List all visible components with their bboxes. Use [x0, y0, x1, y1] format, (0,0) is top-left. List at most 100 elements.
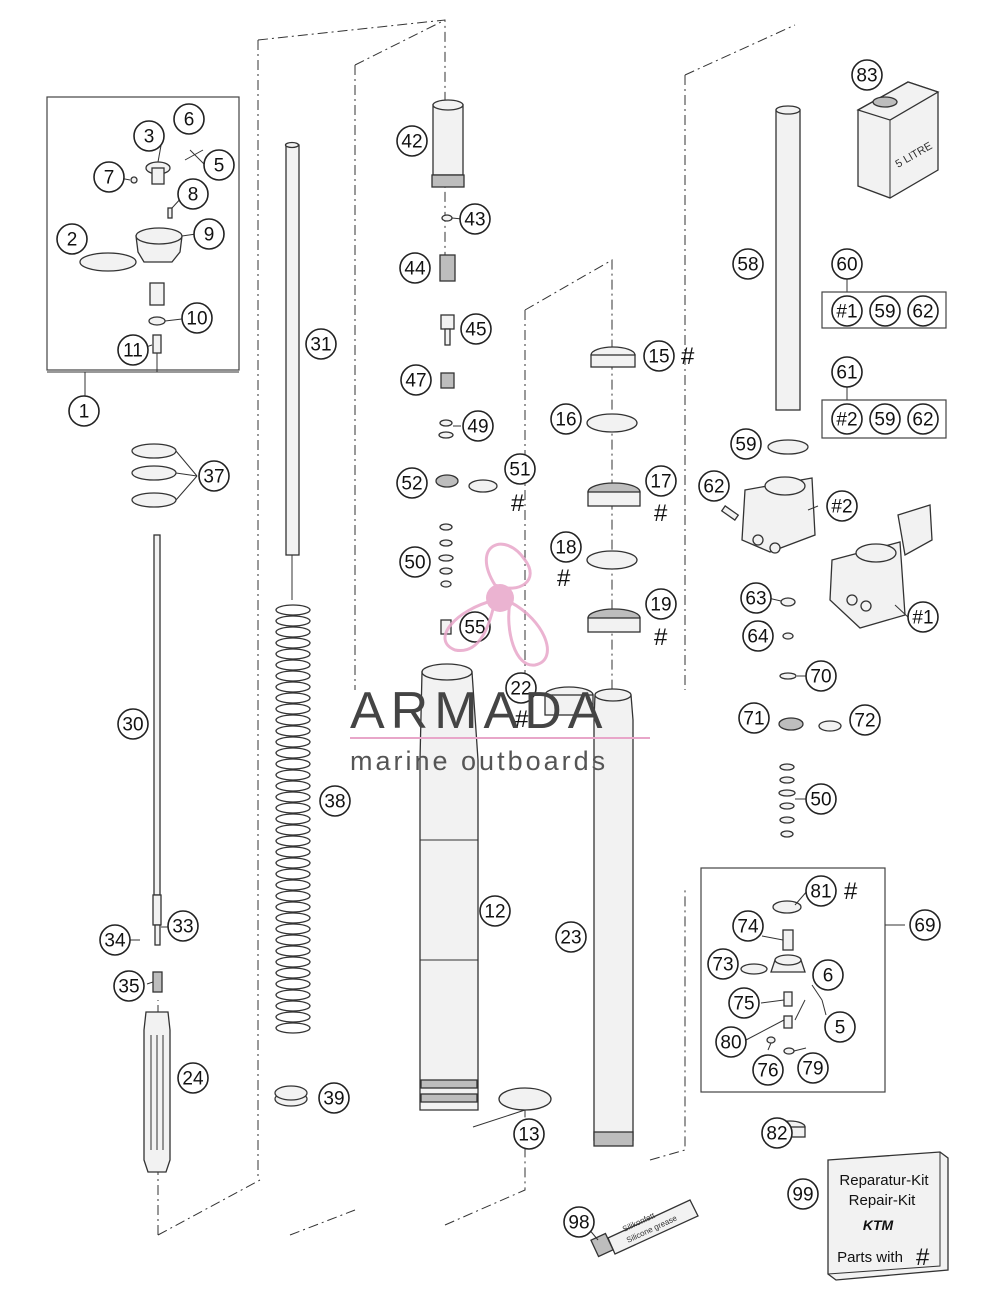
callout-71: 71	[738, 702, 770, 734]
svg-text:72: 72	[854, 711, 875, 732]
callout-11: 11	[117, 334, 149, 366]
svg-text:7: 7	[104, 168, 115, 189]
svg-text:33: 33	[172, 917, 193, 938]
spring-coil	[275, 703, 311, 715]
axle-clamp-2	[720, 476, 816, 554]
clamp-label-hash1: #1	[907, 601, 939, 633]
callout-83: 83	[851, 59, 883, 91]
callout-1: 1	[68, 395, 100, 427]
callout-24: 24	[177, 1062, 209, 1094]
spring-coil	[275, 989, 311, 1001]
svg-text:59: 59	[874, 302, 895, 323]
spring-coil	[275, 681, 311, 693]
svg-text:61: 61	[836, 363, 857, 384]
svg-text:62: 62	[912, 410, 933, 431]
callout-52: 52	[396, 467, 428, 499]
rebound-valve-stack	[778, 597, 842, 838]
svg-text:1: 1	[79, 402, 90, 423]
spring-coil	[275, 604, 311, 616]
callout-2: 2	[56, 223, 88, 255]
hash-mark: #	[654, 500, 668, 527]
spring-coil	[275, 857, 311, 869]
kit-item-59: 59	[869, 295, 901, 327]
axle-clamp-1	[829, 504, 933, 629]
spring-coil	[275, 1022, 311, 1034]
callout-6: 6	[812, 959, 844, 991]
callout-42: 42	[396, 125, 428, 157]
callout-73: 73	[707, 948, 739, 980]
hash-mark: #	[654, 624, 668, 651]
callout-50: 50	[399, 546, 431, 578]
svg-text:51: 51	[509, 460, 530, 481]
svg-text:37: 37	[203, 467, 224, 488]
leader-lines	[47, 139, 909, 1241]
kit-item-hash1: #1	[831, 295, 863, 327]
callout-layer: 1235678910111213151617181922232430313334…	[56, 59, 941, 1238]
svg-text:69: 69	[914, 916, 935, 937]
svg-text:81: 81	[810, 882, 831, 903]
callout-72: 72	[849, 704, 881, 736]
spring-coil	[275, 824, 311, 836]
callout-82: 82	[761, 1117, 793, 1149]
repair-kit-hash: #	[916, 1244, 930, 1271]
callout-80: 80	[715, 1026, 747, 1058]
svg-text:43: 43	[464, 210, 485, 231]
svg-text:59: 59	[874, 410, 895, 431]
callout-75: 75	[728, 987, 760, 1019]
callout-98: 98	[563, 1206, 595, 1238]
svg-text:22: 22	[510, 679, 531, 700]
callout-76: 76	[752, 1054, 784, 1086]
svg-text:47: 47	[405, 371, 426, 392]
spring-coil	[275, 1000, 311, 1012]
svg-text:45: 45	[465, 320, 486, 341]
callout-8: 8	[177, 178, 209, 210]
svg-text:52: 52	[401, 474, 422, 495]
o-ring-59	[767, 439, 809, 455]
spring-coil	[275, 901, 311, 913]
callout-81: 81	[805, 875, 837, 907]
armada-watermark: ARMADA marine outboards	[350, 542, 650, 776]
callout-15: 15	[643, 340, 675, 372]
hash-mark: #	[557, 565, 571, 592]
callout-60: 60	[831, 248, 863, 280]
callout-58: 58	[732, 248, 764, 280]
callout-47: 47	[400, 364, 432, 396]
spring-coil	[275, 725, 311, 737]
callout-69: 69	[909, 909, 941, 941]
svg-text:75: 75	[733, 994, 754, 1015]
spring-coil	[275, 912, 311, 924]
spring-coil	[275, 978, 311, 990]
spring-coil	[275, 670, 311, 682]
kit-item-62: 62	[907, 295, 939, 327]
topcap-assembly	[79, 161, 183, 372]
compression-valve-69	[740, 900, 806, 1055]
spring-coil	[275, 747, 311, 759]
callout-45: 45	[460, 313, 492, 345]
repair-kit-parts-with: Parts with	[837, 1249, 903, 1266]
callout-16: 16	[550, 403, 582, 435]
spring-coil	[275, 890, 311, 902]
callout-17: 17	[645, 465, 677, 497]
callout-5: 5	[824, 1011, 856, 1043]
callout-13: 13	[513, 1118, 545, 1150]
tube-58	[775, 105, 801, 411]
svg-text:10: 10	[186, 309, 207, 330]
svg-text:17: 17	[650, 472, 671, 493]
callout-37: 37	[198, 460, 230, 492]
repair-kit-marks: #######	[511, 343, 858, 905]
repair-kit-title-en: Repair-Kit	[849, 1192, 917, 1209]
svg-text:15: 15	[648, 347, 669, 368]
inner-tube-23	[593, 688, 634, 1147]
spring-coil	[275, 835, 311, 847]
svg-text:2: 2	[67, 230, 78, 251]
callout-7: 7	[93, 161, 125, 193]
svg-text:#1: #1	[912, 608, 933, 629]
svg-text:19: 19	[650, 595, 671, 616]
spring-coil	[275, 945, 311, 957]
spring-coil	[275, 758, 311, 770]
callout-30: 30	[117, 708, 149, 740]
callout-33: 33	[167, 910, 199, 942]
hash-mark: #	[844, 878, 858, 905]
cartridge-24	[143, 1011, 171, 1173]
